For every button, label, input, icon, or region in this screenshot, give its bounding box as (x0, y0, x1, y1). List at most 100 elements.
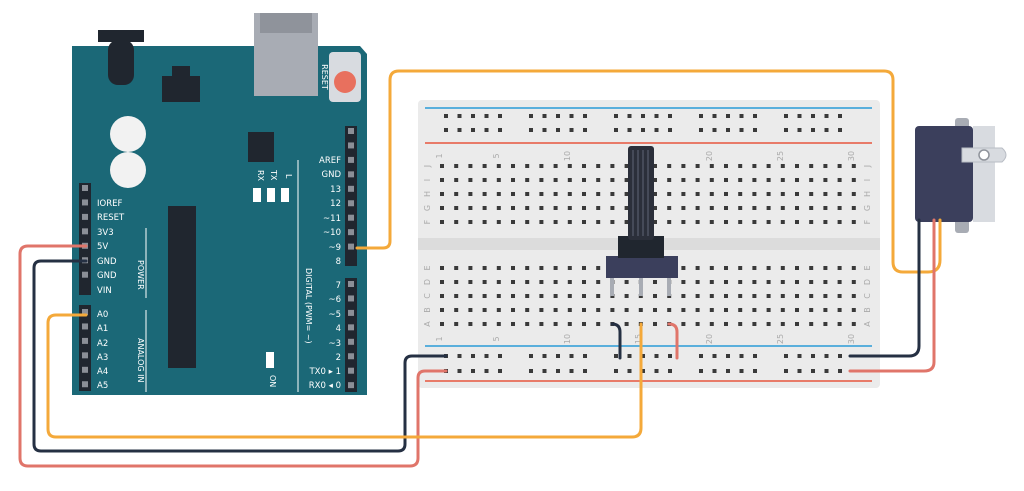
breadboard-hole (567, 308, 572, 312)
breadboard-hole (851, 308, 856, 312)
rail-hole (627, 128, 632, 132)
wire-pot-gnd[interactable] (610, 322, 622, 360)
row-letter-right: F (863, 219, 872, 224)
wire-servo-5v[interactable] (848, 218, 936, 373)
breadboard-hole (582, 294, 586, 298)
pin-label: 2 (336, 353, 341, 363)
analog-section-label: ANALOG IN (136, 338, 145, 383)
breadboard-hole (709, 294, 714, 298)
breadboard-hole (667, 308, 672, 312)
pin-label: IOREF (97, 199, 122, 209)
header-pin (82, 228, 88, 235)
rail-hole (641, 369, 645, 373)
rail-hole (569, 128, 574, 132)
breadboard-hole (823, 220, 828, 224)
row-letter-left: D (423, 279, 432, 285)
row-letter-right: D (863, 279, 872, 285)
row-letter-left: G (423, 205, 432, 211)
led-label-on: ON (268, 375, 277, 387)
breadboard-hole (724, 308, 728, 312)
row-letter-left: E (423, 265, 432, 270)
breadboard-hole (454, 322, 459, 326)
rail-hole (726, 114, 730, 118)
breadboard-hole (795, 280, 799, 284)
breadboard-hole (511, 220, 515, 224)
breadboard-hole (709, 308, 714, 312)
breadboard-hole (482, 280, 487, 284)
pot-knob[interactable] (628, 146, 654, 240)
breadboard-hole (624, 164, 629, 168)
breadboard-hole (539, 178, 544, 182)
breadboard-hole (695, 206, 700, 210)
breadboard-hole (752, 220, 757, 224)
rail-hole (484, 354, 489, 358)
breadboard-hole (440, 294, 444, 298)
voltage-regulator (162, 76, 200, 102)
breadboard-hole (454, 280, 459, 284)
breadboard-hole (823, 192, 828, 196)
wire-signal-pin9-to-servo[interactable] (355, 69, 942, 274)
breadboard-hole (823, 206, 828, 210)
breadboard-hole (553, 266, 558, 270)
breadboard-hole (553, 220, 558, 224)
header-pin (82, 199, 88, 206)
rail-hole (712, 369, 717, 373)
col-number: 30 (847, 151, 856, 161)
rail-hole (542, 369, 547, 373)
wire-a0-to-pot[interactable] (46, 313, 643, 439)
breadboard-hole (596, 164, 601, 168)
rail-hole (457, 114, 462, 118)
breadboard-hole (681, 280, 686, 284)
breadboard-hole (709, 206, 714, 210)
rail-hole (471, 114, 475, 118)
rail-hole (529, 128, 533, 132)
breadboard-hole (567, 164, 572, 168)
breadboard-hole (795, 266, 799, 270)
breadboard-hole (582, 206, 586, 210)
rail-hole (726, 128, 730, 132)
rail-hole (699, 128, 703, 132)
pot-base (618, 236, 664, 258)
breadboard-hole (468, 164, 473, 168)
wire-servo-gnd[interactable] (848, 218, 921, 358)
potentiometer (606, 146, 678, 296)
capacitor-2 (110, 152, 146, 188)
breadboard-hole (837, 280, 842, 284)
breadboard-hole (582, 280, 586, 284)
breadboard-hole (837, 322, 842, 326)
breadboard-hole (596, 322, 601, 326)
breadboard-hole (468, 308, 473, 312)
breadboard-hole (468, 178, 473, 182)
col-number: 20 (705, 151, 714, 161)
breadboard-hole (823, 308, 828, 312)
rail-hole (569, 354, 574, 358)
rail-hole (542, 114, 547, 118)
breadboard-hole (780, 280, 785, 284)
breadboard-hole (596, 220, 601, 224)
wire-gnd[interactable] (32, 259, 448, 453)
breadboard-hole (511, 164, 515, 168)
reset-button[interactable] (334, 71, 356, 93)
rail-hole (668, 128, 672, 132)
wire-5v[interactable] (18, 244, 448, 468)
breadboard-hole (553, 308, 558, 312)
rail-hole (654, 354, 659, 358)
row-letter-right: E (863, 265, 872, 270)
col-number: 20 (705, 334, 714, 344)
header-pin (348, 243, 354, 250)
header-pin (348, 353, 354, 360)
breadboard-hole (780, 294, 785, 298)
breadboard-hole (610, 206, 615, 210)
led-on (266, 352, 274, 368)
rail-hole (654, 369, 659, 373)
col-number: 10 (563, 151, 572, 161)
breadboard-hole (596, 266, 601, 270)
col-number: 25 (776, 334, 785, 344)
rail-hole (542, 354, 547, 358)
breadboard-hole (851, 294, 856, 298)
col-number: 15 (634, 334, 643, 344)
wire-pot-5v[interactable] (667, 322, 679, 360)
reset-label: RESET (320, 64, 329, 90)
breadboard-hole (851, 280, 856, 284)
